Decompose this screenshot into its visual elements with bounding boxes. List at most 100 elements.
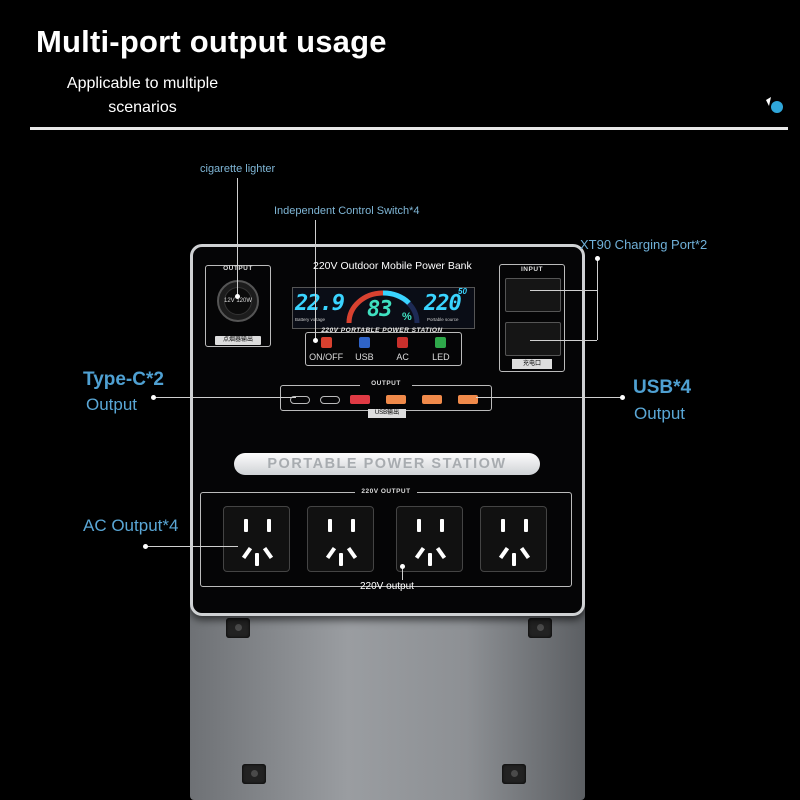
subtitle-line-2: scenarios: [108, 99, 177, 116]
outlet-slot: [255, 553, 259, 566]
callout-charging-port: XT90 Charging Port*2: [580, 237, 708, 252]
outlet-slot: [351, 519, 355, 532]
usb-port-1[interactable]: [350, 395, 370, 404]
callout-line: [597, 258, 598, 340]
switch-usb[interactable]: USB: [346, 337, 382, 367]
switch-ac[interactable]: AC: [385, 337, 421, 367]
screen-banner: 220V PORTABLE POWER STATION: [321, 327, 443, 334]
screen-hz-value: 50: [458, 287, 467, 296]
input-cn-label: 充电口: [512, 359, 552, 369]
xt90-port-2[interactable]: [505, 322, 561, 356]
input-box-label: INPUT: [521, 266, 543, 273]
screen-output-caption: Portable source: [427, 317, 459, 322]
outlet-slot: [325, 546, 337, 560]
lighter-rating: 12V 120W: [223, 298, 253, 304]
usb-port-3[interactable]: [422, 395, 442, 404]
outlet-slot: [241, 546, 253, 560]
callout-dot: [313, 338, 318, 343]
device-foot: [528, 618, 552, 638]
switch-panel: [305, 332, 462, 366]
outlet-slot: [417, 519, 421, 532]
callout-line: [476, 397, 622, 398]
brand-plate: PORTABLE POWER STATIOW: [234, 453, 540, 475]
ac-outlet-1[interactable]: [223, 506, 290, 572]
brand-logo-icon: [766, 97, 783, 113]
callout-type-c-title: Type-C*2: [83, 369, 164, 390]
outlet-slot: [267, 519, 271, 532]
outlet-slot: [501, 519, 505, 532]
callout-dot: [151, 395, 156, 400]
switch-button-icon[interactable]: [397, 337, 409, 348]
callout-usb-title: USB*4: [633, 377, 692, 398]
ac-box-label: 220V OUTPUT: [355, 488, 417, 495]
callout-line: [530, 340, 597, 341]
callout-line: [237, 178, 238, 296]
lighter-socket-inner: [224, 287, 252, 315]
ac-outlet-3[interactable]: [396, 506, 463, 572]
callout-line: [154, 397, 296, 398]
switch-label: AC: [396, 352, 409, 362]
outlet-slot: [498, 546, 510, 560]
screen-output-voltage: 220: [424, 291, 462, 316]
callout-line: [146, 546, 238, 547]
outlet-slot: [435, 546, 447, 560]
outlet-slot: [519, 546, 531, 560]
device-foot: [502, 764, 526, 784]
callout-line: [402, 566, 403, 580]
outlet-slot: [262, 546, 274, 560]
usb-port-2[interactable]: [386, 395, 406, 404]
switch-on-off[interactable]: ON/OFF: [308, 337, 344, 367]
outlet-slot: [512, 553, 516, 566]
lighter-box-label: OUTPUT: [205, 265, 271, 272]
switch-button-icon[interactable]: [320, 337, 332, 348]
switch-button-icon[interactable]: [358, 337, 370, 348]
cigarette-lighter-box: [205, 265, 271, 347]
callout-dot: [235, 294, 240, 299]
callout-dot: [143, 544, 148, 549]
switch-button-icon[interactable]: [435, 337, 447, 348]
device-foot: [242, 764, 266, 784]
outlet-slot: [428, 553, 432, 566]
callout-line: [530, 290, 597, 291]
outlet-slot: [244, 519, 248, 532]
ac-outlet-4[interactable]: [480, 506, 547, 572]
callout-dot: [595, 256, 600, 261]
input-port-box: [499, 264, 565, 372]
usb-port-4[interactable]: [458, 395, 478, 404]
lighter-cn-label: 点烟器输出: [215, 336, 261, 345]
switch-label: ON/OFF: [309, 352, 344, 362]
callout-220v-output: 220V output: [360, 581, 414, 592]
outlet-slot: [440, 519, 444, 532]
outlet-slot: [339, 553, 343, 566]
type-c-port-1[interactable]: [290, 396, 310, 404]
callout-cigarette-lighter: cigarette lighter: [200, 163, 276, 175]
device-foot: [226, 618, 250, 638]
header-divider: [30, 127, 788, 130]
screen-battery-arc-icon: [346, 290, 420, 324]
xt90-port-1[interactable]: [505, 278, 561, 312]
page-subtitle: Applicable to multiple scenarios: [60, 72, 225, 120]
switch-label: USB: [355, 352, 374, 362]
switch-led[interactable]: LED: [423, 337, 459, 367]
screen-percent-unit: %: [402, 311, 412, 323]
type-c-port-2[interactable]: [320, 396, 340, 404]
screen-percent: 83: [367, 297, 392, 322]
callout-dot: [620, 395, 625, 400]
callout-dot: [400, 564, 405, 569]
outlet-slot: [346, 546, 358, 560]
screen-battery-caption: Battery voltage: [295, 317, 326, 322]
callout-type-c-sub: Output: [86, 395, 138, 414]
subtitle-line-1: Applicable to multiple: [66, 75, 219, 92]
usb-cn-label: USB输出: [368, 409, 406, 418]
outlet-slot: [524, 519, 528, 532]
callout-product-name: 220V Outdoor Mobile Power Bank: [313, 260, 472, 272]
outlet-slot: [414, 546, 426, 560]
usb-box-label: OUTPUT: [360, 380, 412, 387]
screen-battery-voltage: 22.9: [295, 291, 345, 316]
switch-label: LED: [432, 352, 450, 362]
callout-line: [315, 220, 316, 340]
switch-row: ON/OFF USB AC LED: [307, 337, 460, 367]
outlet-slot: [328, 519, 332, 532]
ac-outlet-2[interactable]: [307, 506, 374, 572]
callout-ac-output: AC Output*4: [83, 516, 179, 535]
